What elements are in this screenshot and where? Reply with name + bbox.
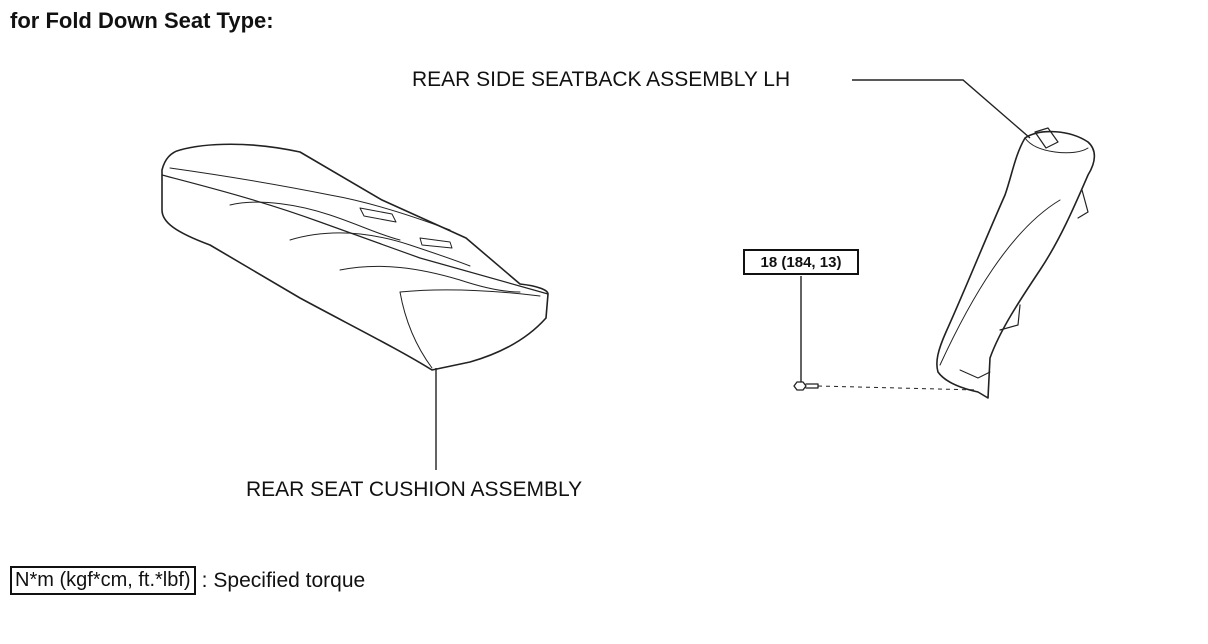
legend-description: Specified torque: [213, 568, 366, 592]
bolt-drawing: [793, 381, 819, 391]
bolt-alignment-line: [817, 385, 979, 391]
cushion-label: REAR SEAT CUSHION ASSEMBLY: [246, 478, 583, 501]
rear-side-seatback-drawing: [936, 127, 1096, 399]
torque-legend: N*m (kgf*cm, ft.*lbf) : Specified torque: [10, 566, 365, 595]
page-heading: for Fold Down Seat Type:: [10, 8, 274, 33]
seatback-leader-line: [852, 79, 1031, 139]
torque-unit-box: N*m (kgf*cm, ft.*lbf): [10, 566, 196, 595]
torque-spec-box: 18 (184, 13): [743, 249, 859, 275]
seatback-label: REAR SIDE SEATBACK ASSEMBLY LH: [412, 68, 791, 91]
legend-separator: :: [201, 568, 208, 592]
rear-seat-cushion-drawing: [161, 143, 549, 371]
